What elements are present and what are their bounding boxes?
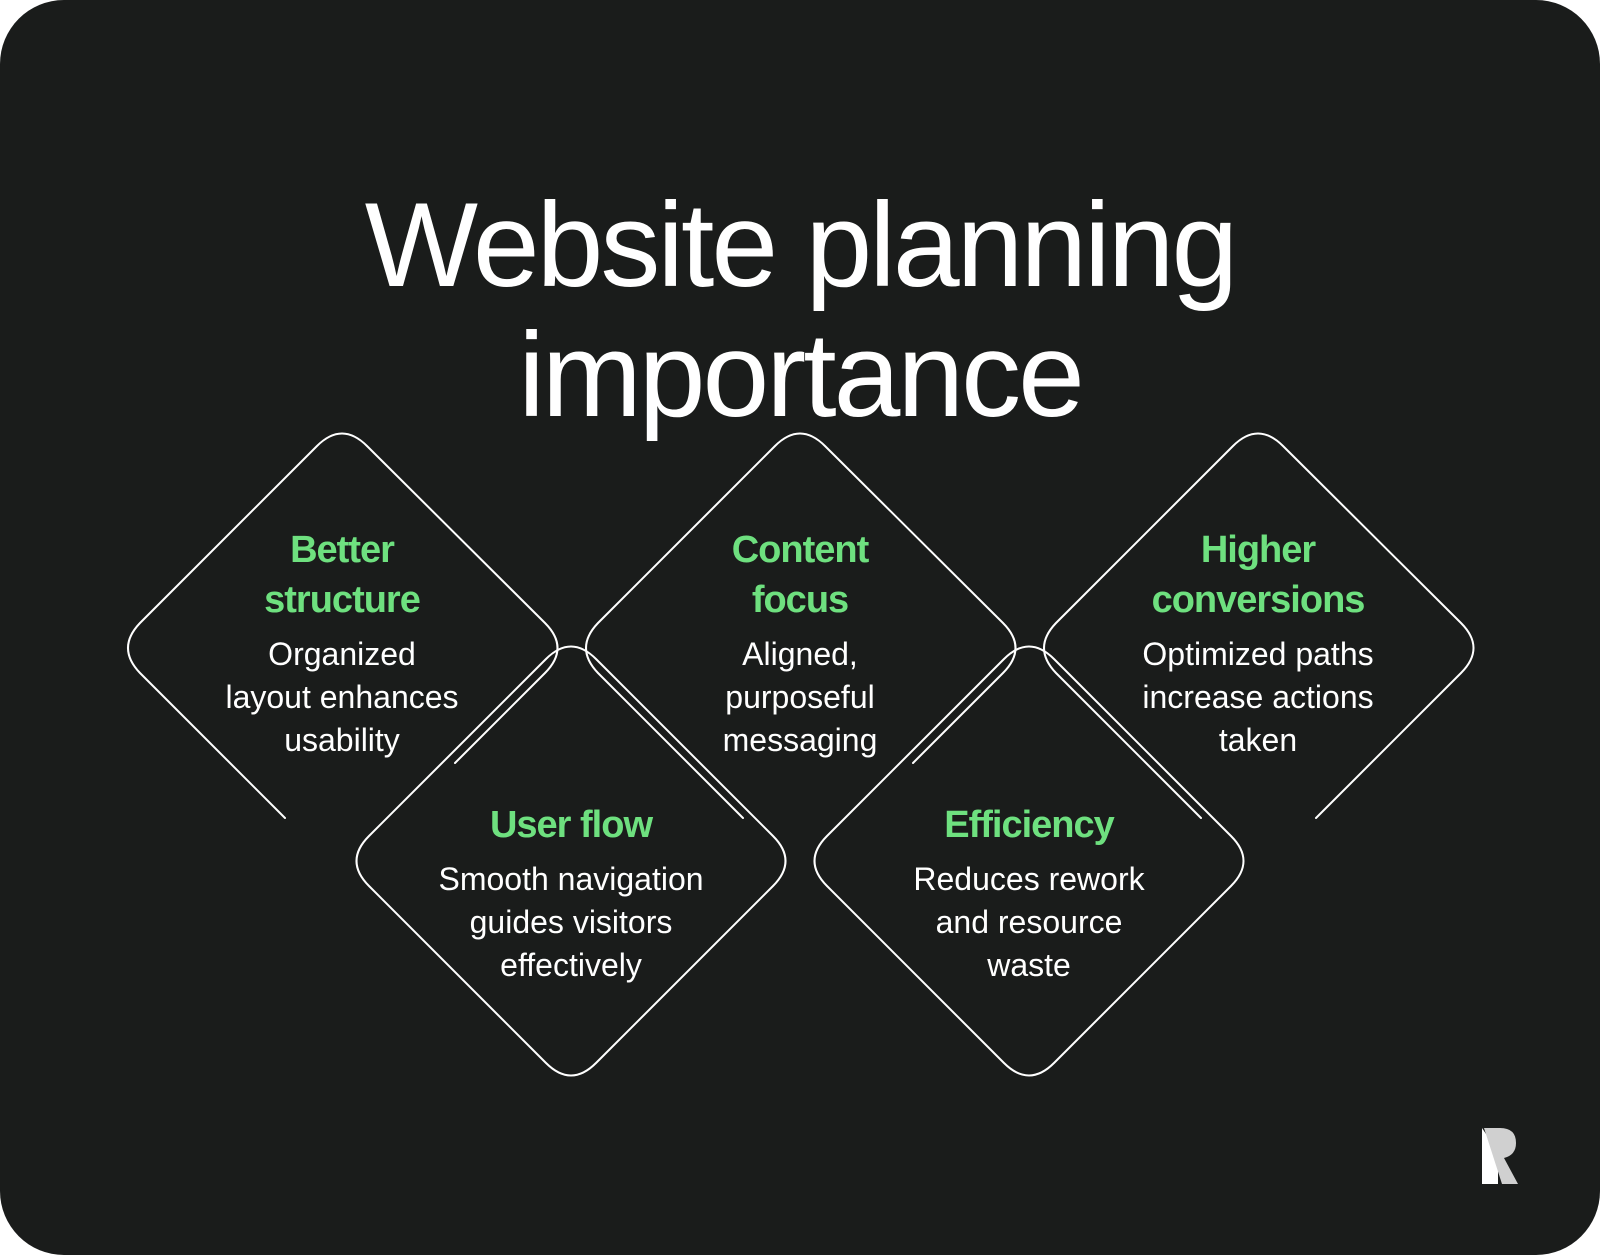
item-description: Reduces rework and resource waste [913, 861, 1145, 983]
title-line-2: importance [518, 308, 1085, 443]
diamond-outline-efficiency [813, 645, 1245, 1077]
diamond-outline-user-flow [355, 645, 787, 1077]
item-efficiency: Efficiency Reduces rework and resource w… [879, 800, 1179, 987]
item-heading: User flow [489, 804, 653, 846]
item-heading: Content focus [731, 529, 870, 621]
item-user-flow: User flow Smooth navigation guides visit… [421, 800, 721, 987]
item-heading: Better structure [264, 529, 421, 621]
page-title: Website planning importance [0, 180, 1600, 440]
item-description: Smooth navigation guides visitors effect… [438, 861, 704, 983]
item-heading: Efficiency [944, 804, 1115, 846]
item-higher-conversions: Higher conversions Optimized paths incre… [1108, 525, 1408, 762]
item-description: Organized layout enhances usability [225, 636, 459, 758]
item-description: Optimized paths increase actions taken [1142, 636, 1374, 758]
item-content-focus: Content focus Aligned, purposeful messag… [650, 525, 950, 762]
item-heading: Higher conversions [1151, 529, 1366, 621]
brand-r-logo-icon [1482, 1128, 1518, 1184]
item-better-structure: Better structure Organized layout enhanc… [192, 525, 492, 762]
title-line-1: Website planning [364, 178, 1238, 313]
item-description: Aligned, purposeful messaging [722, 636, 878, 758]
